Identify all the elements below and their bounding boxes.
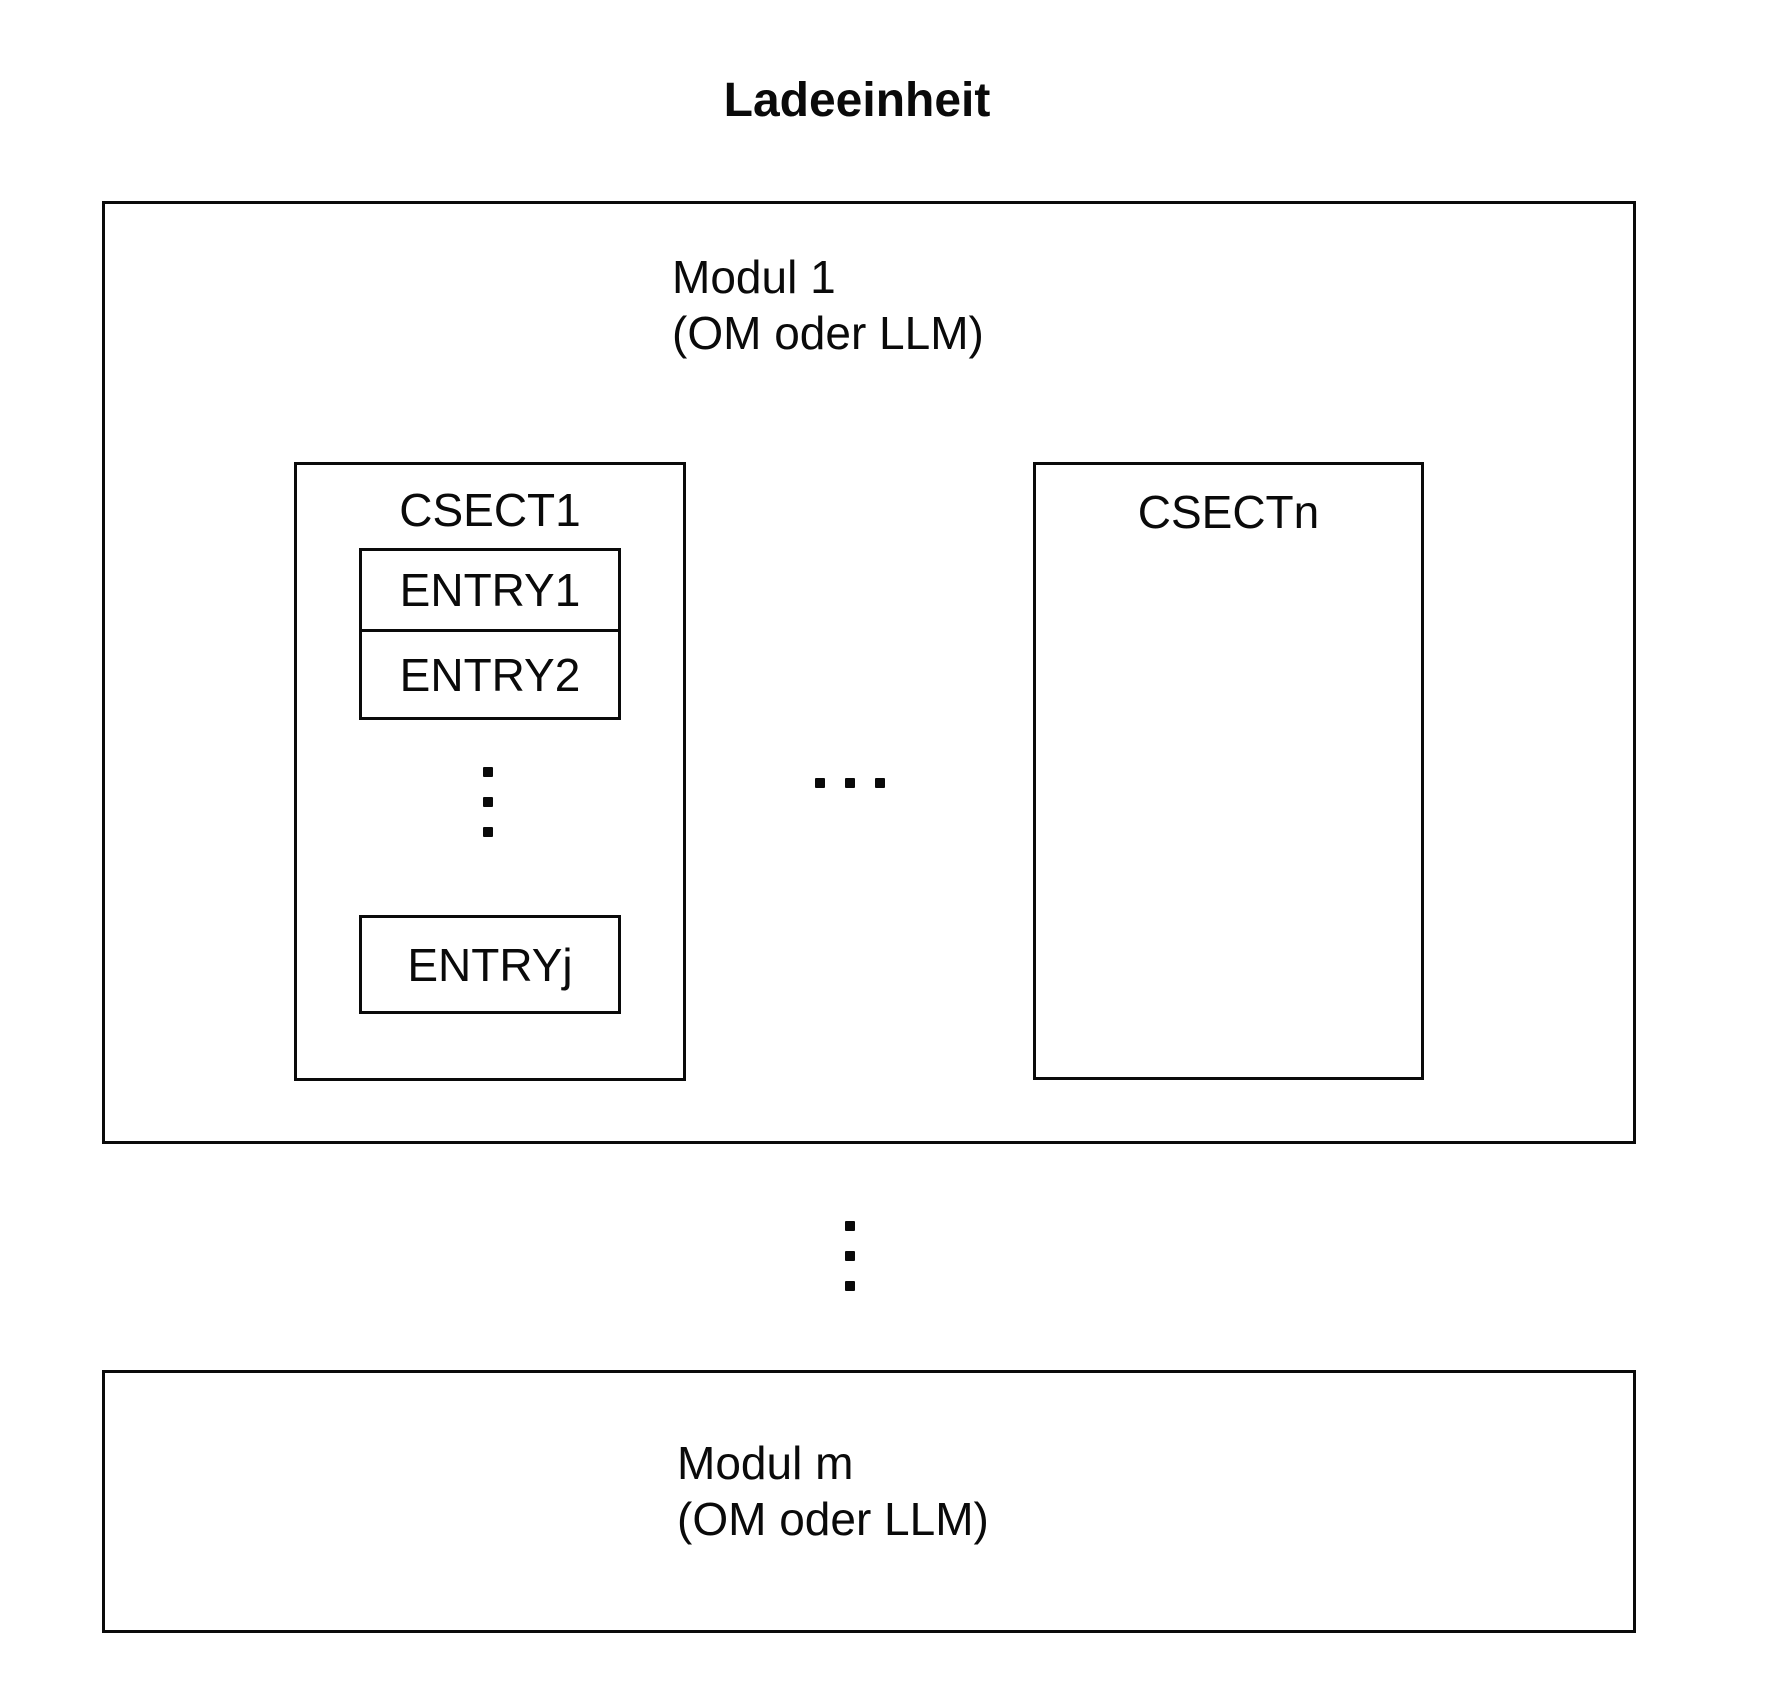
module-m-name: Modul m	[677, 1437, 854, 1489]
modules-vertical-ellipsis-icon	[845, 1221, 855, 1291]
entry2-box: ENTRY2	[359, 629, 621, 720]
csectn-label: CSECTn	[1137, 486, 1320, 538]
dot	[845, 1281, 855, 1291]
module-1-box: Modul 1 (OM oder LLM) CSECT1 ENTRY1 ENTR…	[102, 201, 1636, 1144]
entry1-box: ENTRY1	[359, 548, 621, 632]
csectn-box: CSECTn	[1033, 462, 1424, 1080]
module-1-label: Modul 1 (OM oder LLM)	[672, 249, 984, 361]
dot	[815, 778, 825, 788]
module-1-name: Modul 1	[672, 251, 836, 303]
csect-horizontal-ellipsis-icon	[815, 778, 885, 788]
csect1-label: CSECT1	[399, 484, 581, 536]
dot	[483, 797, 493, 807]
module-m-box: Modul m (OM oder LLM)	[102, 1370, 1636, 1633]
module-m-label: Modul m (OM oder LLM)	[677, 1435, 989, 1547]
dot	[845, 1251, 855, 1261]
dot	[875, 778, 885, 788]
dot	[845, 1221, 855, 1231]
diagram-title: Ladeeinheit	[723, 74, 991, 127]
module-1-type: (OM oder LLM)	[672, 307, 984, 359]
dot	[845, 778, 855, 788]
entryj-box: ENTRYj	[359, 915, 621, 1014]
csect1-box: CSECT1 ENTRY1 ENTRY2 ENTRYj	[294, 462, 686, 1081]
csect1-vertical-ellipsis-icon	[483, 767, 493, 837]
dot	[483, 767, 493, 777]
dot	[483, 827, 493, 837]
module-m-type: (OM oder LLM)	[677, 1493, 989, 1545]
